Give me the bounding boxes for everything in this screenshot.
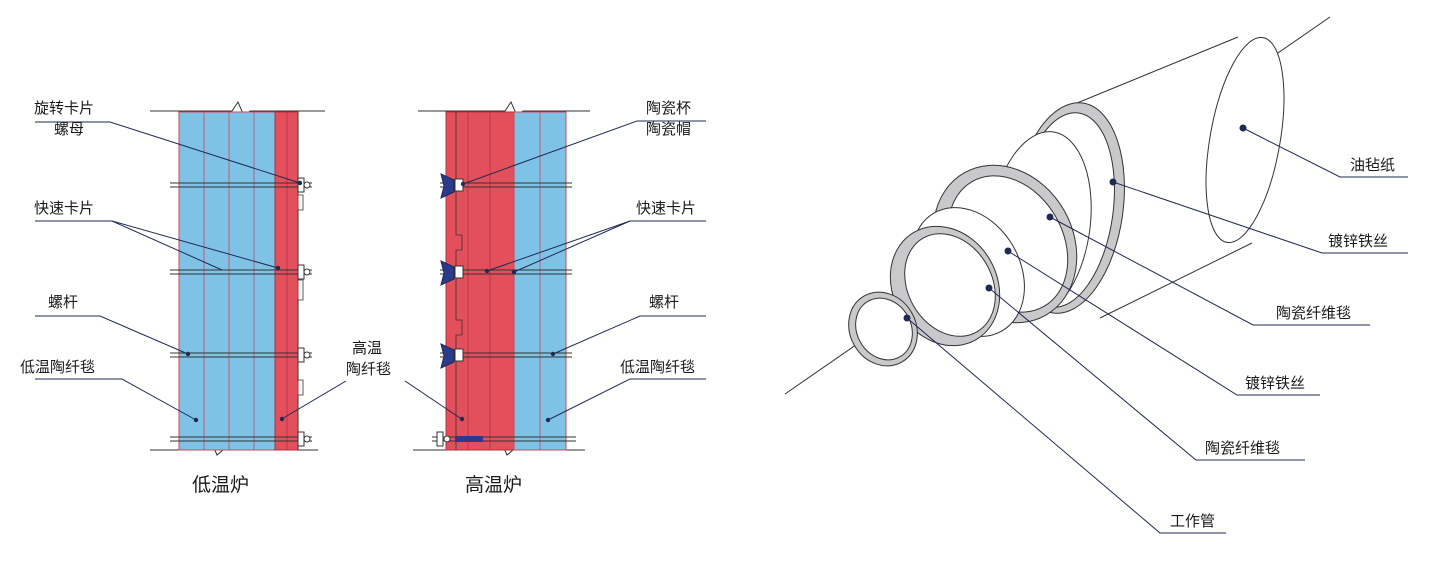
label-low-temp-blanket-low: 低温陶纤毯: [20, 358, 95, 376]
label-ceramic-blanket-outer: 陶瓷纤维毯: [1276, 304, 1351, 322]
label-quick-clip-high: 快速卡片: [636, 199, 696, 217]
label-work-pipe: 工作管: [1170, 512, 1215, 530]
caption-high-furnace: 高温炉: [465, 474, 522, 496]
label-rotating-clip: 旋转卡片: [34, 99, 94, 117]
label-screw-rod-low: 螺杆: [48, 293, 78, 311]
high-temp-blanket-area: [274, 111, 299, 451]
pipe-insulation-section: 油毡纸 镀锌铁丝 陶瓷纤维毯 镀锌铁丝 陶瓷纤维毯 工作管: [784, 16, 1408, 534]
screw-rods: [170, 182, 312, 442]
label-screw-rod-high: 螺杆: [649, 293, 679, 311]
high-furnace-section: 陶瓷杯 陶瓷帽 快速卡片 螺杆 低温陶纤毯 高温炉: [404, 99, 706, 496]
label-high-temp-line1: 高温: [352, 339, 382, 357]
low-furnace-section: 旋转卡片 螺母 快速卡片 螺杆 低温陶纤毯 高温 陶纤毯 低温炉: [20, 99, 391, 496]
label-ceramic-blanket-inner: 陶瓷纤维毯: [1205, 439, 1280, 457]
caption-low-furnace: 低温炉: [192, 474, 249, 496]
label-quick-clip-low: 快速卡片: [34, 199, 94, 217]
label-high-temp-line2: 陶纤毯: [346, 360, 391, 378]
label-ceramic-cup: 陶瓷杯: [646, 99, 691, 117]
label-low-temp-blanket-high: 低温陶纤毯: [620, 358, 695, 376]
label-ceramic-cap: 陶瓷帽: [646, 120, 691, 138]
label-galvanized-wire-outer: 镀锌铁丝: [1328, 232, 1388, 250]
label-tar-paper: 油毡纸: [1350, 156, 1395, 174]
low-temp-blanket-area: [178, 111, 276, 451]
label-nut: 螺母: [54, 120, 84, 138]
label-galvanized-wire-inner: 镀锌铁丝: [1245, 374, 1305, 392]
